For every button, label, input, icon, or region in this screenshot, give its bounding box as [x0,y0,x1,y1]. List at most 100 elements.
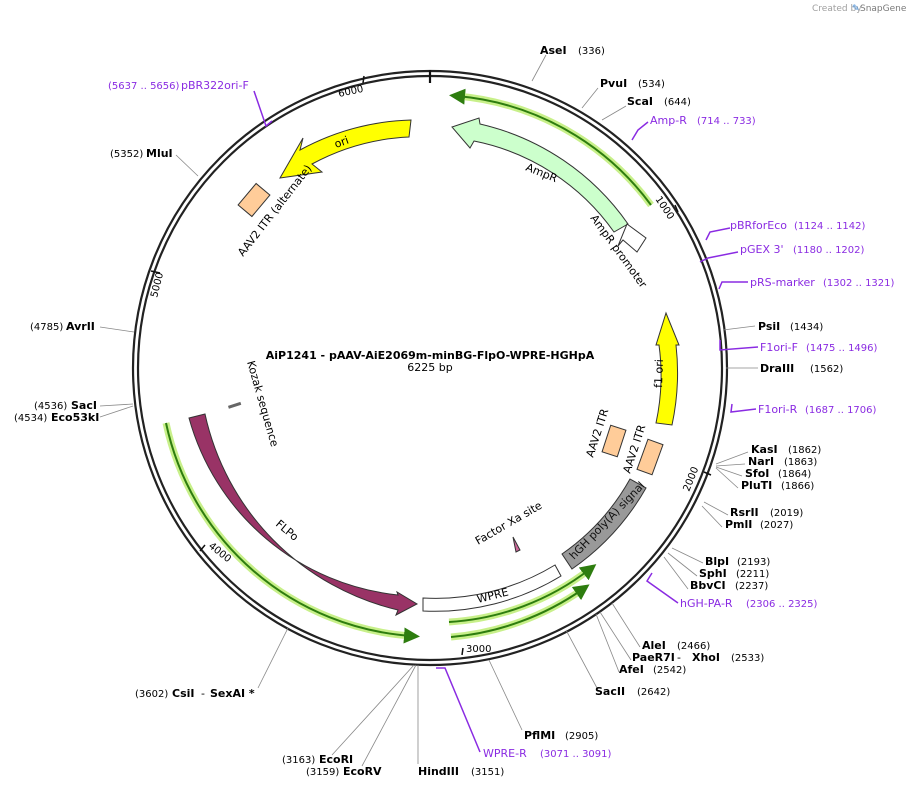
primer-pbrforeco[interactable]: pBRforEco (1124 .. 1142) [730,219,866,232]
prsmarker-primer-mark [718,281,748,290]
site-paer7i[interactable]: PaeR7I - XhoI (2533) [632,651,764,664]
pluti-leader [715,467,739,489]
wpre-feature[interactable] [422,564,562,612]
pvui-leader [581,87,599,109]
itr-inner-1-feature[interactable] [601,424,627,458]
sacii-leader [565,629,598,689]
site-name: BbvCI [690,579,726,592]
site-name: KasI [751,443,778,456]
primer-pgex3[interactable]: pGEX 3' (1180 .. 1202) [740,243,865,256]
site-name: EcoRI [319,753,353,766]
primer-range: (5637 .. 5656) [108,81,180,92]
site-pvui[interactable]: PvuI (534) [600,77,665,90]
primer-name: pBR322ori-F [181,79,249,92]
credit: Created by ✎ SnapGene [812,4,907,14]
blpi-leader [671,547,704,564]
paer7i-leader [599,611,632,661]
site-nari[interactable]: NarI (1863) [748,455,817,468]
f1ori-feature[interactable] [655,311,680,426]
tick-5000 [150,270,161,274]
site-name: AleI [642,639,666,652]
site-rsrii[interactable]: RsrII (2019) [730,506,803,519]
primer-range: (2306 .. 2325) [746,599,818,610]
ampr-primer-mark [631,121,649,141]
site-pos: (2533) [731,653,764,664]
site-csii[interactable]: (3602) CsiI - SexAI * [135,687,255,700]
site-pflmi[interactable]: PflMI (2905) [524,729,598,742]
primer-hghpar[interactable]: hGH-PA-R (2306 .. 2325) [680,597,818,610]
primer-pbr322orif[interactable]: (5637 .. 5656) pBR322ori-F [108,79,249,92]
hghpar-primer-mark [645,572,679,604]
site-name: PsiI [758,320,780,333]
site-sep: - [201,687,205,700]
itr-alternate-feature[interactable] [237,182,271,218]
site-saci[interactable]: (4536) SacI [34,399,97,412]
site-asei[interactable]: AseI (336) [540,44,605,57]
tick-label-1000: 1000 [653,195,676,222]
alei-leader [611,602,641,648]
flpo-feature[interactable] [188,413,419,617]
site-pos: (2027) [760,520,793,531]
site-pos: (2905) [565,731,598,742]
primer-range: (1302 .. 1321) [823,278,895,289]
site-labels: AseI (336) PvuI (534) ScaI (644) PsiI (1… [14,44,843,778]
site-avrii[interactable]: (4785) AvrII [30,320,95,333]
site-pos: (4534) [14,413,47,424]
site-hindiii[interactable]: HindIII (3151) [418,765,504,778]
site-afei[interactable]: AfeI (2542) [619,663,686,676]
ampr-feature[interactable] [451,117,629,233]
site-ecori[interactable]: (3163) EcoRI [282,753,353,766]
site-pos: (336) [578,46,605,57]
credit-prefix: Created by [812,4,862,14]
site-pos: (2211) [736,569,769,580]
primer-prsmarker[interactable]: pRS-marker (1302 .. 1321) [750,276,895,289]
site-draiii[interactable]: DraIII (1562) [760,362,843,375]
site-eco53ki[interactable]: (4534) Eco53kI [14,411,99,424]
hgh-polya-feature[interactable] [561,478,647,570]
f1ori-label: f1 ori [652,359,666,388]
site-pos: (3163) [282,755,315,766]
factorxa-feature[interactable] [512,536,521,553]
kozak-feature[interactable] [227,401,242,409]
plasmid-size: 6225 bp [407,361,452,374]
orf-arrows [162,88,654,644]
site-pluti[interactable]: PluTI (1866) [741,479,814,492]
ampr-promoter-feature[interactable] [617,223,647,253]
site-name: PmlI [725,518,752,531]
site-name: HindIII [418,765,459,778]
site-name: AfeI [619,663,644,676]
primer-name: pBRforEco [730,219,787,232]
site-psii[interactable]: PsiI (1434) [758,320,823,333]
primer-range: (3071 .. 3091) [540,749,612,760]
site-pmli[interactable]: PmlI (2027) [725,518,793,531]
site-bbvci[interactable]: BbvCI (2237) [690,579,768,592]
itr-inner-2-feature[interactable] [636,438,664,476]
site-mlui[interactable]: (5352) MluI [110,147,173,160]
primer-range: (1124 .. 1142) [794,221,866,232]
primer-f1orir[interactable]: F1ori-R (1687 .. 1706) [758,403,877,416]
tick-label-6000: 6000 [337,84,364,100]
site-name: SfoI [745,467,769,480]
site-ecorv[interactable]: (3159) EcoRV [306,765,382,778]
site-pos: (644) [664,97,691,108]
site-sphi[interactable]: SphI (2211) [699,567,769,580]
primer-ampr[interactable]: Amp-R (714 .. 733) [650,114,756,127]
primer-wprer[interactable]: WPRE-R (3071 .. 3091) [483,747,612,760]
site-pos: (2642) [637,687,670,698]
plasmid-title: AiP1241 - pAAV-AiE2069m-minBG-FlpO-WPRE-… [266,349,595,374]
sphi-leader [667,552,698,577]
asei-leader [531,54,547,82]
site-alei[interactable]: AleI (2466) [642,639,710,652]
site-pos: (4785) [30,322,63,333]
site-leaders [99,54,758,767]
primer-name: pRS-marker [750,276,815,289]
site-kasi[interactable]: KasI (1862) [751,443,821,456]
primer-range: (1475 .. 1496) [806,343,878,354]
ori-feature[interactable] [279,119,412,179]
site-sfoi[interactable]: SfoI (1864) [745,467,811,480]
site-scai[interactable]: ScaI (644) [627,95,691,108]
site-name: CsiI [172,687,194,700]
primer-f1orif[interactable]: F1ori-F (1475 .. 1496) [760,341,878,354]
site-sacii[interactable]: SacII (2642) [595,685,670,698]
site-blpi[interactable]: BlpI (2193) [705,555,770,568]
